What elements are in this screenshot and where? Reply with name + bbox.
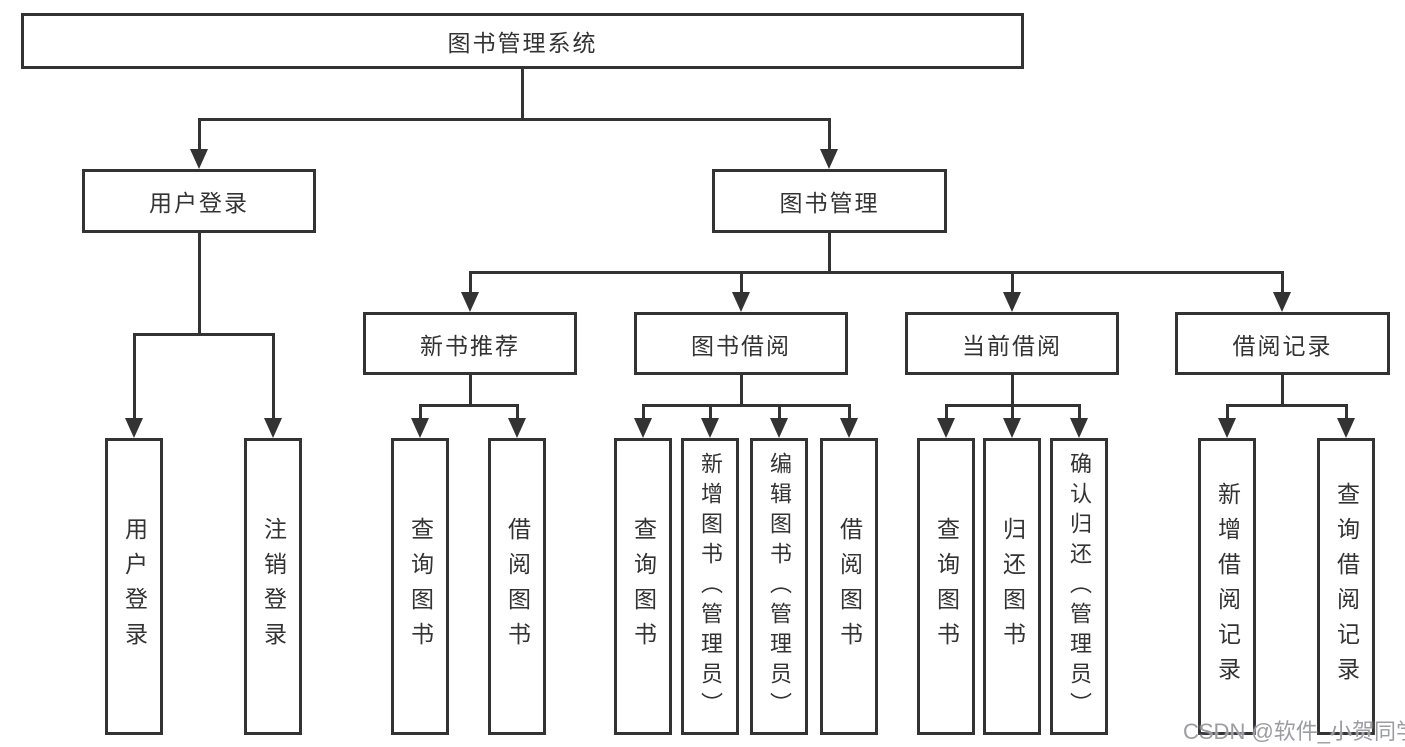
arrow-down-icon [461, 292, 479, 312]
leaf-br-query-record: 查询借阅记录 [1317, 438, 1375, 735]
edge-user-login-stem [197, 233, 201, 335]
arrow-down-icon [411, 418, 429, 438]
node-user-login: 用户登录 [82, 169, 316, 233]
edge-new-book-rail [418, 404, 519, 407]
leaf-cb-return-book: 归还图书 [983, 438, 1041, 735]
node-book-borrow: 图书借阅 [634, 312, 848, 375]
arrow-down-icon [634, 418, 652, 438]
edge-to-leaf-user-login [132, 333, 136, 418]
edge-to-leaf-logout [271, 333, 275, 418]
edge-to-borrow-record [1280, 271, 1284, 293]
arrow-down-icon [125, 418, 143, 438]
edge-borrow-record-rail [1225, 404, 1348, 407]
edge-to-current-borrow [1010, 271, 1014, 293]
node-book-management: 图书管理 [712, 169, 947, 233]
node-borrow-records: 借阅记录 [1175, 312, 1390, 375]
leaf-bb-query-book: 查询图书 [614, 438, 672, 735]
edge-leaf [1077, 404, 1081, 418]
arrow-down-icon [770, 418, 788, 438]
leaf-logout-login: 注销登录 [244, 438, 302, 735]
edge-leaf [708, 404, 712, 418]
csdn-watermark: CSDN @软件_小贺同学 [1183, 719, 1405, 744]
edge-new-book-stem [468, 375, 472, 406]
arrow-down-icon [1273, 292, 1291, 312]
edge-book-management-stem [827, 233, 831, 273]
node-root: 图书管理系统 [21, 13, 1024, 69]
arrow-down-icon [820, 149, 838, 169]
edge-to-new-book [468, 271, 472, 293]
arrow-down-icon [732, 292, 750, 312]
edge-book-borrow-stem [739, 375, 743, 406]
edge-leaf [944, 404, 948, 418]
edge-user-login-rail [132, 333, 275, 336]
arrow-down-icon [1003, 418, 1021, 438]
edge-level3-rail [468, 271, 1284, 274]
node-new-book-recommend: 新书推荐 [363, 312, 577, 375]
edge-book-borrow-rail [641, 404, 851, 407]
leaf-cb-confirm-return-admin: 确认归还（管理员） [1050, 438, 1108, 735]
node-current-borrow: 当前借阅 [905, 312, 1119, 375]
edge-level2-rail [197, 118, 831, 121]
edge-to-book-borrow [739, 271, 743, 293]
arrow-down-icon [264, 418, 282, 438]
leaf-nb-query-book: 查询图书 [391, 438, 449, 735]
arrow-down-icon [190, 149, 208, 169]
edge-leaf [1010, 404, 1014, 418]
edge-leaf [515, 404, 519, 418]
arrow-down-icon [840, 418, 858, 438]
leaf-br-add-record: 新增借阅记录 [1198, 438, 1256, 735]
leaf-bb-borrow-book: 借阅图书 [820, 438, 878, 735]
edge-current-borrow-stem [1010, 375, 1014, 406]
arrow-down-icon [1070, 418, 1088, 438]
edge-leaf [847, 404, 851, 418]
edge-leaf [1344, 404, 1348, 418]
edge-borrow-record-stem [1280, 375, 1284, 406]
edge-root-stem [520, 68, 524, 120]
edge-to-book-management [827, 118, 831, 150]
leaf-bb-edit-book-admin: 编辑图书（管理员） [750, 438, 808, 735]
edge-leaf [418, 404, 422, 418]
edge-to-user-login [197, 118, 201, 150]
arrow-down-icon [1003, 292, 1021, 312]
edge-leaf [641, 404, 645, 418]
leaf-bb-add-book-admin: 新增图书（管理员） [681, 438, 739, 735]
edge-leaf [1225, 404, 1229, 418]
leaf-cb-query-book: 查询图书 [917, 438, 975, 735]
arrow-down-icon [937, 418, 955, 438]
edge-leaf [777, 404, 781, 418]
leaf-user-login: 用户登录 [105, 438, 163, 735]
leaf-nb-borrow-book: 借阅图书 [488, 438, 546, 735]
arrow-down-icon [1218, 418, 1236, 438]
arrow-down-icon [701, 418, 719, 438]
arrow-down-icon [508, 418, 526, 438]
arrow-down-icon [1337, 418, 1355, 438]
